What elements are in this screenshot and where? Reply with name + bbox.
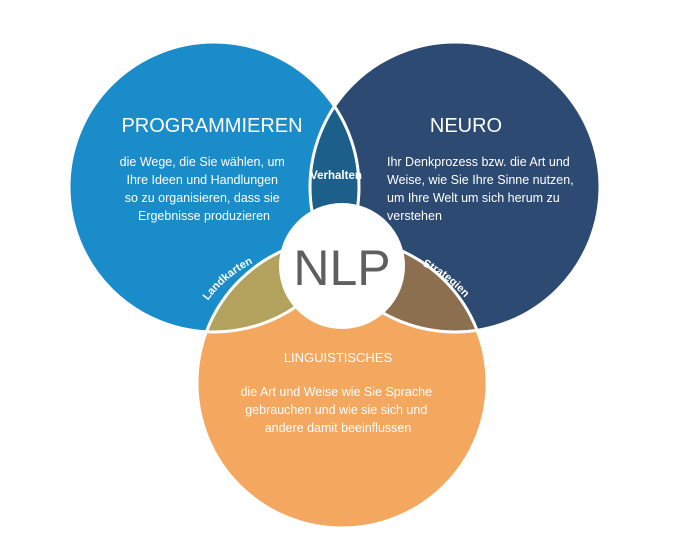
verhalten-label: Verhalten <box>310 170 362 182</box>
linguistisches-desc: die Art und Weise wie Sie Sprache gebrau… <box>240 385 435 435</box>
landkarten-overlap <box>197 238 359 332</box>
nlp-center-circle <box>279 203 405 329</box>
nlp-center-label: NLP <box>293 240 390 296</box>
strategien-overlap <box>310 238 487 332</box>
programmieren-title: PROGRAMMIEREN <box>121 115 302 137</box>
programmieren-desc: die Wege, die Sie wählen, um Ihre Ideen … <box>120 155 289 223</box>
linguistisches-title: LINGUISTISCHES <box>284 350 393 365</box>
neuro-desc: Ihr Denkprozess bzw. die Art und Weise, … <box>387 155 577 223</box>
neuro-title: NEURO <box>430 115 502 137</box>
